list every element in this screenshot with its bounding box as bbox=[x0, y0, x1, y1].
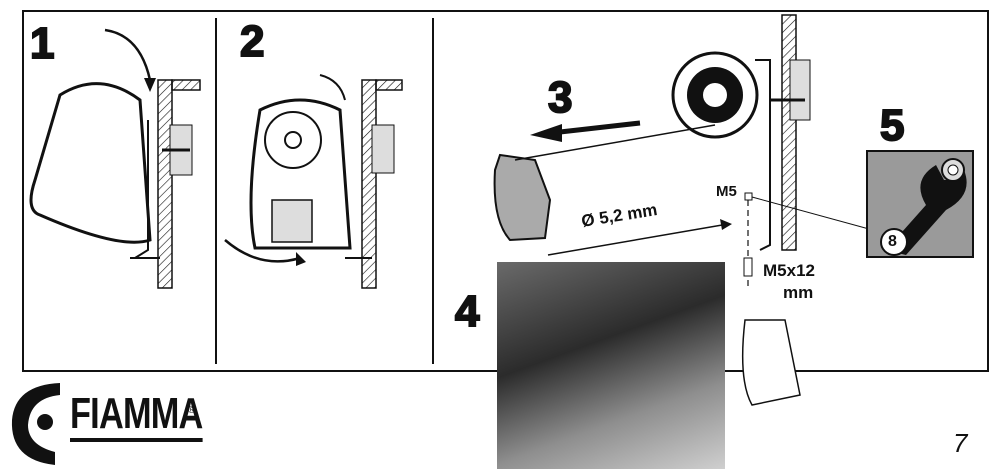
screw-m5-label: M5 bbox=[716, 183, 737, 200]
step-number-3: 3 bbox=[547, 73, 574, 122]
step-number-4: 4 bbox=[454, 287, 481, 336]
fiamma-logo-icon bbox=[11, 383, 60, 465]
registered-mark: ® bbox=[188, 405, 196, 416]
screw-size-label-line1: M5x12 bbox=[763, 261, 815, 280]
panel-3-drawing bbox=[493, 14, 881, 406]
panel-1-drawing bbox=[29, 28, 201, 289]
step-number-5: 5 bbox=[879, 101, 906, 150]
panel-divider-1 bbox=[215, 18, 217, 364]
panel-2-drawing bbox=[224, 74, 403, 289]
wrench-icon bbox=[866, 150, 974, 258]
screw-size-label-line2: mm bbox=[783, 283, 814, 302]
step-number-1: 1 bbox=[29, 19, 56, 68]
drilling-photo bbox=[497, 262, 725, 469]
step-number-2: 2 bbox=[239, 17, 266, 66]
wrench-size-label: 8 bbox=[888, 233, 897, 250]
fiamma-logo: FIAMMA bbox=[70, 392, 203, 442]
panel-divider-2 bbox=[432, 18, 434, 364]
page-number: 7 bbox=[953, 428, 968, 458]
